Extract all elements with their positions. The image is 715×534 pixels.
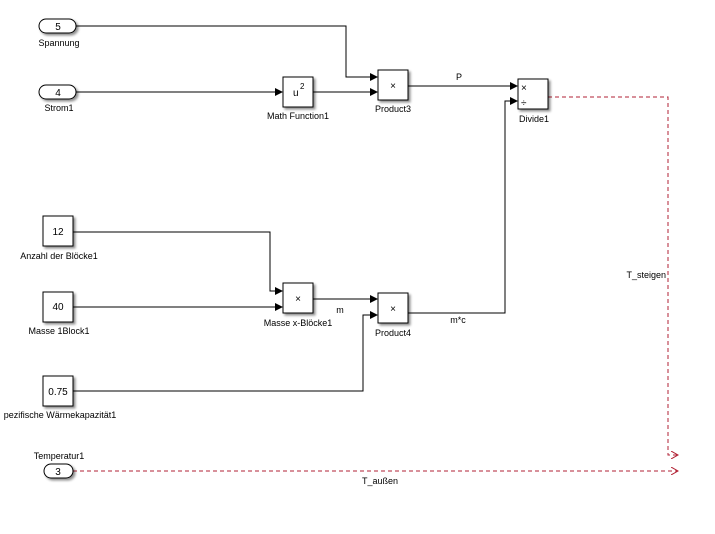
multiply-icon: × bbox=[521, 83, 527, 94]
inport-temperatur[interactable]: Temperatur1 3 bbox=[34, 451, 85, 479]
signal-label-p: P bbox=[456, 72, 462, 82]
product3-block[interactable]: × Product3 bbox=[375, 69, 411, 114]
wire-waerme-product4[interactable] bbox=[73, 311, 378, 392]
block-shape[interactable] bbox=[282, 76, 314, 108]
block-label: Anzahl der Blöcke1 bbox=[20, 251, 98, 261]
multiply-icon: × bbox=[390, 304, 396, 315]
block-label: Masse x-Blöcke1 bbox=[264, 318, 333, 328]
multiply-icon: × bbox=[390, 81, 396, 92]
block-label: Strom1 bbox=[44, 103, 73, 113]
wire-t-steigen[interactable] bbox=[548, 96, 678, 455]
block-label: pezifische Wärmekapazität1 bbox=[4, 410, 117, 420]
block-label: Divide1 bbox=[519, 114, 549, 124]
constant-value: 12 bbox=[52, 227, 64, 238]
math-exponent: 2 bbox=[300, 82, 305, 91]
constant-masse[interactable]: 40 Masse 1Block1 bbox=[28, 291, 90, 336]
math-function-block[interactable]: u 2 Math Function1 bbox=[267, 76, 329, 121]
block-label: Math Function1 bbox=[267, 111, 329, 121]
block-shape[interactable] bbox=[377, 292, 409, 324]
block-shape[interactable] bbox=[42, 215, 74, 247]
divide-icon: ÷ bbox=[521, 98, 527, 109]
multiply-icon: × bbox=[295, 294, 301, 305]
masse-x-bloecke-block[interactable]: × Masse x-Blöcke1 bbox=[264, 282, 333, 328]
signal-label-mc: m*c bbox=[450, 315, 466, 325]
math-symbol: u bbox=[293, 88, 299, 99]
inport-number: 3 bbox=[55, 467, 61, 478]
inport-shape[interactable] bbox=[38, 84, 77, 100]
constant-anzahl[interactable]: 12 Anzahl der Blöcke1 bbox=[20, 215, 98, 261]
signal-label-m: m bbox=[336, 305, 344, 315]
signal-label-t-steigen: T_steigen bbox=[626, 270, 666, 280]
block-shape[interactable] bbox=[42, 375, 74, 407]
wire-mc[interactable] bbox=[408, 97, 518, 314]
divide-block[interactable]: × ÷ Divide1 bbox=[517, 78, 549, 124]
block-label: Product4 bbox=[375, 328, 411, 338]
inport-spannung[interactable]: 5 Spannung bbox=[38, 18, 80, 48]
constant-waerme[interactable]: 0.75 pezifische Wärmekapazität1 bbox=[4, 375, 117, 420]
inport-shape[interactable] bbox=[38, 18, 77, 34]
constant-value: 0.75 bbox=[48, 387, 68, 398]
inport-strom[interactable]: 4 Strom1 bbox=[38, 84, 77, 113]
product4-block[interactable]: × Product4 bbox=[375, 292, 411, 338]
block-shape[interactable] bbox=[517, 78, 549, 110]
block-label: Masse 1Block1 bbox=[28, 326, 89, 336]
inport-number: 4 bbox=[55, 88, 61, 99]
inport-number: 5 bbox=[55, 22, 61, 33]
block-shape[interactable] bbox=[42, 291, 74, 323]
signal-label-t-aussen: T_außen bbox=[362, 476, 398, 486]
wire-spannung-product3[interactable] bbox=[76, 25, 378, 81]
block-label: Product3 bbox=[375, 104, 411, 114]
block-shape[interactable] bbox=[282, 282, 314, 314]
inport-shape[interactable] bbox=[43, 463, 74, 479]
wires bbox=[73, 25, 678, 471]
constant-value: 40 bbox=[52, 302, 64, 313]
block-label: Temperatur1 bbox=[34, 451, 85, 461]
block-shape[interactable] bbox=[377, 69, 409, 101]
wire-anzahl-massexbl[interactable] bbox=[73, 231, 283, 295]
block-label: Spannung bbox=[38, 38, 79, 48]
